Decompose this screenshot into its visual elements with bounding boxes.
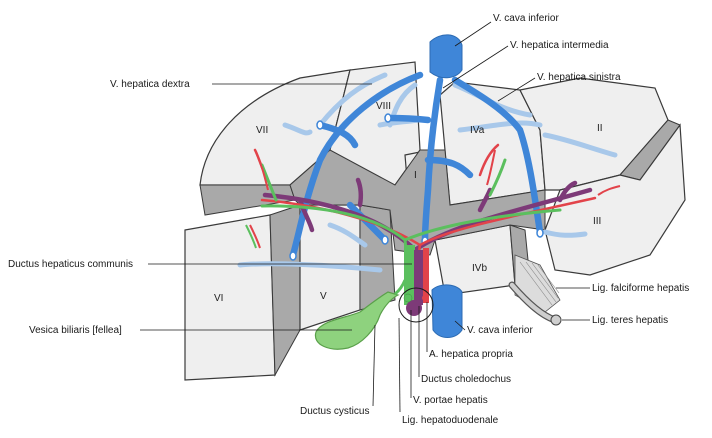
label-hepatica-sinistra: V. hepatica sinistra xyxy=(537,72,621,83)
segment-label-v: V xyxy=(320,291,327,302)
gallbladder-shape xyxy=(314,291,400,350)
a-hepatica-cross-section xyxy=(422,295,428,301)
label-vci-top: V. cava inferior xyxy=(493,13,559,24)
segment-label-vii: VII xyxy=(256,125,268,136)
segment-vii-cut xyxy=(199,184,296,216)
label-lig-teres: Lig. teres hepatis xyxy=(592,315,668,326)
hepatic-vein-cut-ends xyxy=(289,113,544,261)
bile-duct-stem xyxy=(404,245,415,305)
segment-label-vi: VI xyxy=(214,293,223,304)
label-lig-falciforme: Lig. falciforme hepatis xyxy=(592,283,689,294)
lig-hepatoduodenale-cross-section xyxy=(398,287,434,323)
label-ductus-cysticus: Ductus cysticus xyxy=(300,406,369,417)
label-lig-hepatoduodenale: Lig. hepatoduodenale xyxy=(402,415,499,426)
label-vesica-biliaris: Vesica biliaris [fellea] xyxy=(29,325,122,336)
segment-label-iii: III xyxy=(593,216,601,227)
lig-falciforme-strands xyxy=(519,261,560,306)
small-vessel-accents xyxy=(245,149,621,249)
label-hepatica-intermedia: V. hepatica intermedia xyxy=(510,40,609,51)
label-a-hepatica: A. hepatica propria xyxy=(429,349,513,360)
segment-label-i: I xyxy=(414,170,417,181)
segment-vii-block xyxy=(199,69,351,186)
label-hepatica-dextra: V. hepatica dextra xyxy=(110,79,190,90)
leader-lines xyxy=(140,21,590,413)
label-v-portae: V. portae hepatis xyxy=(413,395,488,406)
v-cava-inferior-lower xyxy=(431,284,463,338)
segment-iii-block xyxy=(544,123,686,276)
v-hepatica-intermedia-path xyxy=(421,76,444,244)
v-portae-cross-section xyxy=(406,300,422,316)
lig-teres-end xyxy=(550,314,562,326)
hilum-cut-surface xyxy=(289,149,546,256)
segment-vi-cut xyxy=(269,204,301,377)
label-ductus-choledochus: Ductus choledochus xyxy=(421,374,511,385)
label-vci-bottom: V. cava inferior xyxy=(467,325,533,336)
ductus-cysticus-path xyxy=(394,279,407,296)
segment-label-ii: II xyxy=(597,123,603,134)
v-hepatica-dextra-path xyxy=(289,71,424,259)
artery-stem xyxy=(423,248,429,303)
segment-label-iva: IVa xyxy=(470,125,485,136)
segment-label-ivb: IVb xyxy=(472,263,487,274)
label-ductus-hepaticus-communis: Ductus hepaticus communis xyxy=(8,259,133,270)
portal-vein-stem xyxy=(414,250,423,305)
v-cava-inferior-upper xyxy=(429,34,463,79)
ductus-choledochus-cross-section xyxy=(403,293,413,303)
segment-vi-block xyxy=(184,214,276,381)
segment-label-viii: VIII xyxy=(376,101,391,112)
